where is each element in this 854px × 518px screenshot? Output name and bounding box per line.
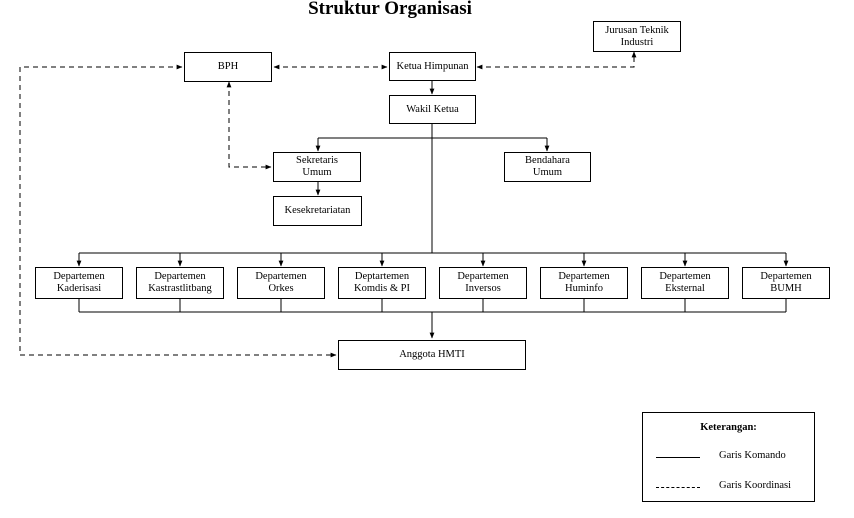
node-kesekretariatan: Kesekretariatan [273,196,362,226]
node-label-line: Bendahara [525,155,570,166]
dashed-line-swatch [656,487,700,488]
legend-title: Keterangan: [700,422,757,433]
node-wakil-ketua: Wakil Ketua [389,95,476,124]
node-label-line: Inversos [465,283,501,294]
node-departemen-komdis-pi: Deptartemen Komdis & PI [338,267,426,299]
node-label-line: Kastrastlitbang [148,283,212,294]
node-label-line: BPH [217,61,239,72]
node-departemen-kastrastlitbang: Departemen Kastrastlitbang [136,267,224,299]
node-ketua-himpunan: Ketua Himpunan [389,52,476,81]
node-label-line: Umum [532,167,563,178]
node-label-line: Jurusan Teknik [605,24,669,36]
node-label-line: Industri [620,36,654,48]
dash-ketua-jurusan [476,51,637,70]
dash-bph-sekretaris [226,81,272,170]
node-label-line: Anggota HMTI [399,349,465,360]
node-label-line: Departemen [154,271,206,282]
node-jurusan-teknik-industri: Jurusan Teknik Industri [593,21,681,52]
node-departemen-inversos: Departemen Inversos [439,267,527,299]
node-label-line: Wakil Ketua [406,103,459,115]
node-departemen-eksternal: Departemen Eksternal [641,267,729,299]
node-departemen-kaderisasi: Departemen Kaderisasi [35,267,123,299]
node-departemen-huminfo: Departemen Huminfo [540,267,628,299]
node-label-line: Departemen [760,271,812,282]
diagram-title: Struktur Organisasi [308,0,472,19]
node-label-line: Sekretaris [296,155,338,166]
node-label-line: Umum [302,167,332,178]
solid-line-swatch [656,457,700,458]
node-departemen-bumh: Departemen BUMH [742,267,830,299]
legend-dashed-label: Garis Koordinasi [719,480,792,491]
node-label-line: Departemen [53,271,105,282]
dash-bph-anggota [19,64,337,358]
node-label-line: Deptartemen [354,271,410,282]
node-bph: BPH [184,52,272,82]
node-label-line: Departemen [558,271,610,282]
node-label-line: Departemen [457,271,509,282]
node-label-line: Kesekretariatan [284,205,351,216]
node-departemen-orkes: Departemen Orkes [237,267,325,299]
node-label-line: Huminfo [565,283,603,294]
node-label-line: Ketua Himpunan [396,60,469,72]
node-label-line: Departemen [255,271,307,282]
node-label-line: Orkes [268,283,294,294]
node-label-line: Eksternal [665,283,705,294]
legend-solid-label: Garis Komando [719,450,786,461]
legend: Keterangan: Garis Komando Garis Koordina… [642,412,815,502]
node-label-line: Komdis & PI [353,283,410,294]
node-bendahara-umum: Bendahara Umum [504,152,591,182]
node-label-line: Kaderisasi [56,283,102,294]
node-anggota-hmti: Anggota HMTI [338,340,526,370]
node-label-line: Departemen [659,271,711,282]
node-sekretaris-umum: Sekretaris Umum [273,152,361,182]
node-label-line: BUMH [770,283,802,294]
